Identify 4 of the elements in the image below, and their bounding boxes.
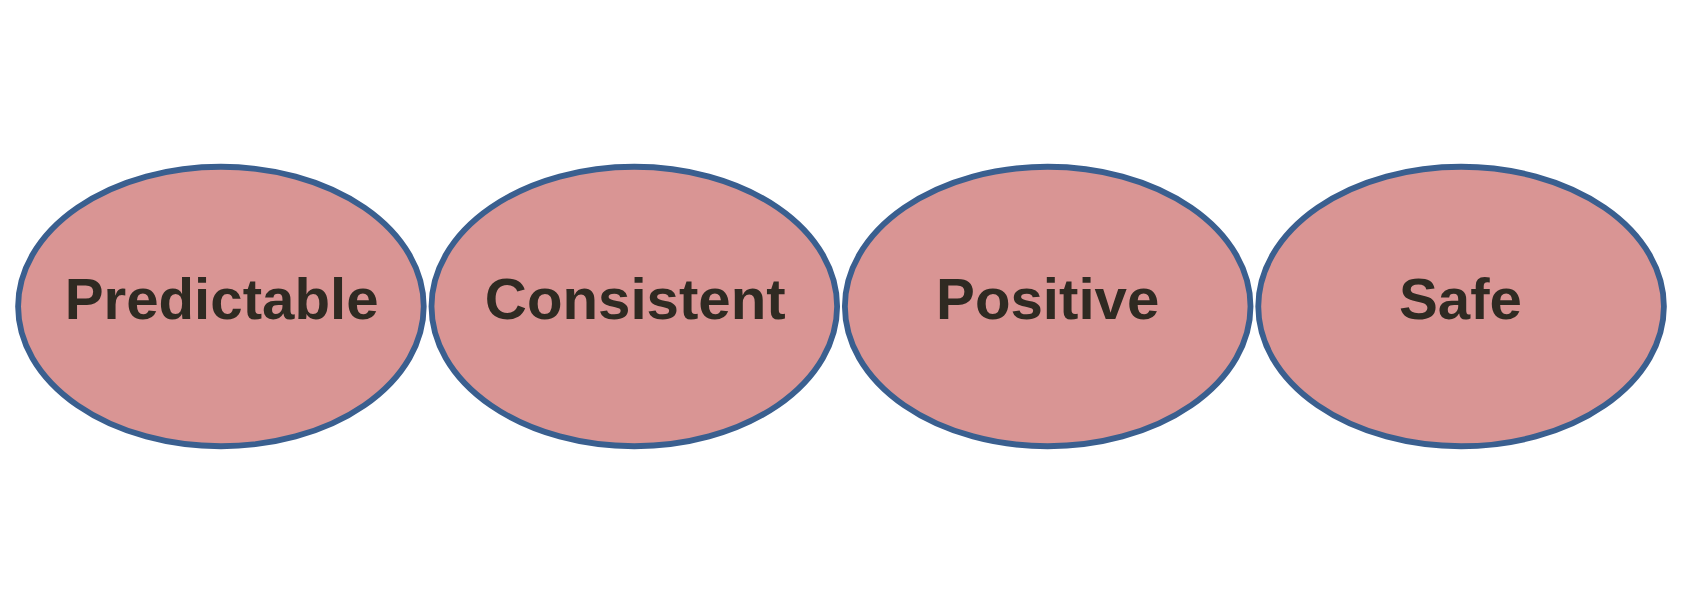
node-ellipse: Safe: [1255, 163, 1667, 450]
node-ellipse: Predictable: [15, 163, 427, 450]
node-ellipse: Consistent: [428, 163, 841, 450]
node-ellipse: Positive: [841, 163, 1254, 450]
